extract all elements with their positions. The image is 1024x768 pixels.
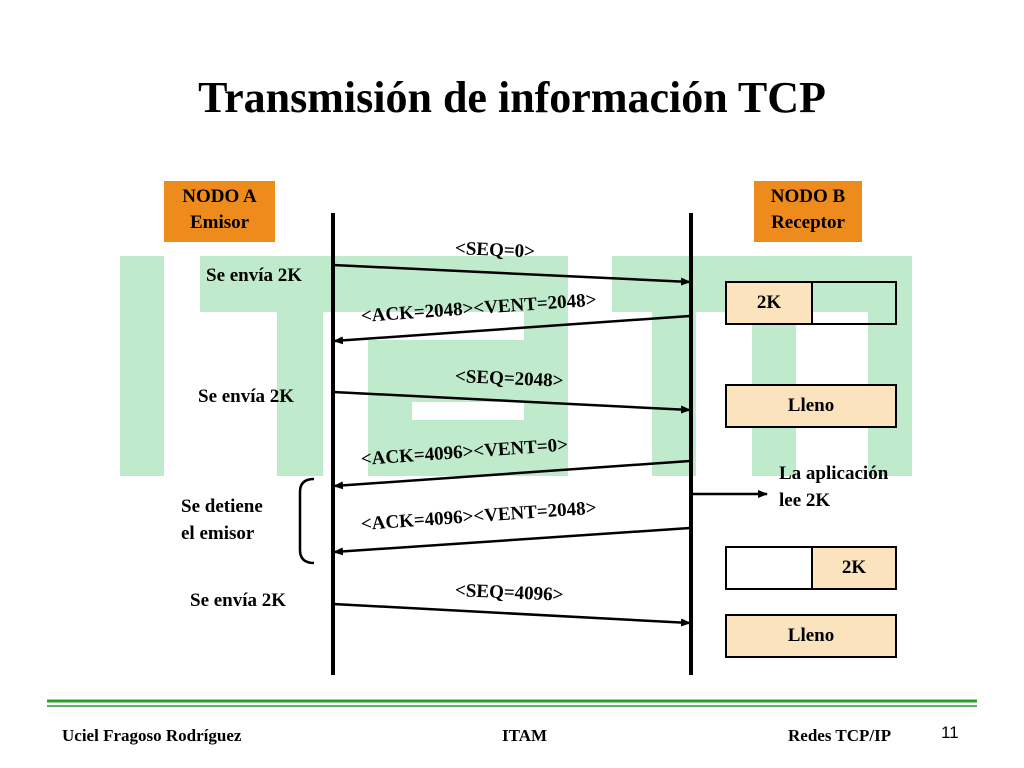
- arrow-ack4096-2048: [333, 526, 691, 556]
- arrow-ack2048: [333, 314, 691, 345]
- buffer-3-empty-half: [727, 548, 813, 588]
- buffer-1-empty-half: [813, 283, 895, 323]
- buffer-2-label: Lleno: [787, 395, 835, 416]
- arrow-ack4096-0: [333, 459, 691, 490]
- label-send-1: Se envía 2K: [206, 265, 303, 286]
- label-pause-1: Se detiene: [181, 496, 263, 517]
- node-a-name: NODO A: [182, 186, 257, 207]
- buffer-state-2: Lleno: [725, 384, 897, 428]
- label-send-3: Se envía 2K: [190, 590, 287, 611]
- pause-brace: [298, 477, 315, 565]
- footer-institution: ITAM: [502, 726, 548, 745]
- buffer-state-4: Lleno: [725, 614, 897, 658]
- msg-seq4096: <SEQ=4096>: [454, 580, 564, 606]
- arrow-seq4096: [332, 602, 691, 627]
- slide-title: Transmisión de información TCP: [198, 73, 826, 122]
- node-b-name: NODO B: [770, 186, 846, 207]
- page-number: 11: [941, 723, 959, 742]
- node-b-role: Receptor: [771, 212, 845, 233]
- buffer-state-3: 2K: [725, 546, 897, 590]
- buffer-1-filled-half: 2K: [727, 283, 813, 323]
- footer-author: Uciel Fragoso Rodríguez: [62, 726, 242, 745]
- label-send-2: Se envía 2K: [198, 386, 295, 407]
- label-app-read-1: La aplicación: [779, 463, 889, 484]
- node-a-box: NODO A Emisor: [164, 181, 275, 242]
- node-a-role: Emisor: [189, 212, 250, 233]
- footer-course: Redes TCP/IP: [788, 726, 892, 745]
- node-b-box: NODO B Receptor: [754, 181, 862, 242]
- label-app-read-2: lee 2K: [779, 490, 831, 511]
- msg-seq0: <SEQ=0>: [454, 238, 536, 263]
- arrow-seq0: [332, 263, 691, 286]
- buffer-4-label: Lleno: [787, 625, 835, 646]
- label-pause-2: el emisor: [181, 523, 255, 544]
- buffer-state-1: 2K: [725, 281, 897, 325]
- buffer-3-filled-half: 2K: [813, 548, 895, 588]
- msg-seq2048: <SEQ=2048>: [454, 366, 564, 392]
- arrow-seq2048: [332, 390, 691, 414]
